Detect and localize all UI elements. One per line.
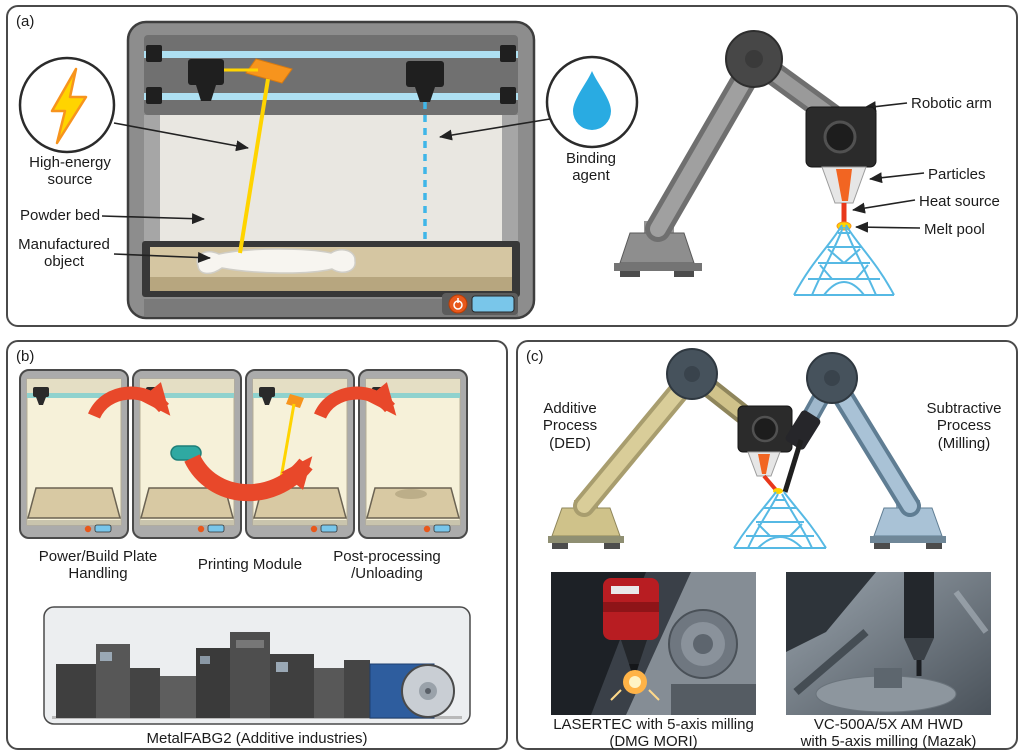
printer-screen-icon xyxy=(471,295,515,313)
droplet-icon xyxy=(573,71,611,130)
transfer-arrow-2 xyxy=(184,453,313,502)
transfer-arrow-1 xyxy=(88,382,171,420)
subtractive-robot-illustration xyxy=(782,352,946,549)
label-additive-process: Additive Process (DED) xyxy=(542,400,598,452)
additive-robot-illustration xyxy=(548,348,793,549)
panel-c-illustration xyxy=(548,348,946,549)
module-unloading xyxy=(358,369,468,539)
label-binding-agent: Binding agent xyxy=(565,150,617,185)
spindle xyxy=(904,572,934,638)
lightning-icon xyxy=(50,67,88,145)
ded-robot-illustration xyxy=(614,30,895,296)
label-robotic-arm: Robotic arm xyxy=(911,95,992,112)
particle-stream xyxy=(836,169,852,201)
panel-c: (c) Additive Process (DED) Subtractive P… xyxy=(516,340,1018,750)
label-station-post-processing: Post-processing /Unloading xyxy=(333,548,441,583)
panel-a-tag: (a) xyxy=(16,13,35,30)
wireframe-tower xyxy=(733,491,827,549)
panel-b-illustration xyxy=(19,369,471,725)
annotation-arrows xyxy=(101,101,925,263)
label-melt-pool: Melt pool xyxy=(924,221,985,238)
label-powder-bed: Powder bed xyxy=(20,207,101,224)
mirror-icon xyxy=(286,394,304,408)
label-particles: Particles xyxy=(928,166,986,183)
powder-bed-printer-illustration xyxy=(126,20,536,320)
panel-a: (a) High-energy source Binding agent Pow… xyxy=(6,5,1018,327)
panel-a-illustration xyxy=(18,20,925,320)
photo-mazak xyxy=(786,572,991,715)
milling-spindle-icon xyxy=(785,410,821,450)
photo-lasertec xyxy=(551,572,756,715)
transfer-arrows xyxy=(88,382,397,502)
laser-beam xyxy=(238,78,270,254)
caption-mazak: VC-500A/5X AM HWD with 5-axis milling (M… xyxy=(800,716,977,751)
photo-lasertec-art xyxy=(551,572,756,715)
panel-c-tag: (c) xyxy=(526,348,544,365)
binder-jet-head-icon xyxy=(406,61,444,102)
printed-part xyxy=(395,489,427,499)
wireframe-tower xyxy=(793,224,895,296)
label-high-energy-source: High-energy source xyxy=(29,154,111,189)
caption-metalfab: MetalFABG2 (Additive industries) xyxy=(146,730,368,747)
label-subtractive-process: Subtractive Process (Milling) xyxy=(926,400,1002,452)
particle-stream xyxy=(758,454,770,474)
heat-beam xyxy=(762,474,778,492)
laser-head-icon xyxy=(188,59,224,101)
production-line-illustration xyxy=(43,606,471,725)
label-heat-source: Heat source xyxy=(919,193,1000,210)
milling-tool-bit xyxy=(782,439,804,493)
panel-b: (b) Power/Build Plate Handling Printing … xyxy=(6,340,508,750)
high-energy-source-badge xyxy=(18,56,116,154)
photo-mazak-art xyxy=(786,572,991,715)
label-station-handling: Power/Build Plate Handling xyxy=(38,548,158,583)
transfer-arrow-3 xyxy=(314,382,397,420)
module-plate-transfer xyxy=(132,369,242,539)
power-button-icon xyxy=(448,294,468,314)
binding-agent-badge xyxy=(545,55,639,149)
build-plate-capsule xyxy=(170,445,202,461)
panel-b-tag: (b) xyxy=(16,348,35,365)
mirror-icon xyxy=(245,58,293,84)
label-manufactured-object: Manufactured object xyxy=(18,236,110,271)
manufactured-object-bone xyxy=(196,248,356,275)
caption-lasertec: LASERTEC with 5-axis milling (DMG MORI) xyxy=(553,716,754,751)
label-station-printing: Printing Module xyxy=(197,556,303,573)
